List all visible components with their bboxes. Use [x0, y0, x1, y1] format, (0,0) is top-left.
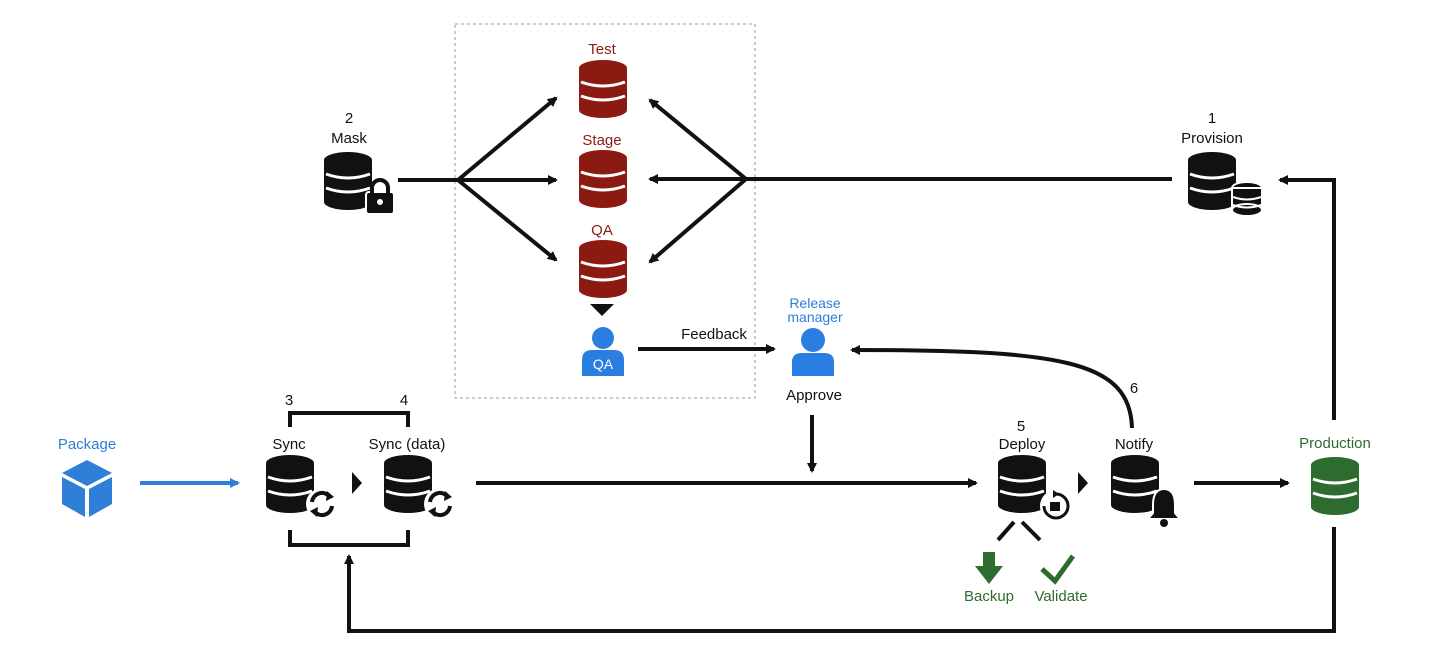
- test-env-label: Test: [588, 41, 616, 58]
- deploy-label: Deploy: [998, 436, 1046, 453]
- notify-step-number: 6: [1129, 380, 1139, 397]
- qa-down-arrow: [590, 304, 614, 316]
- stage-env-label: Stage: [582, 132, 622, 149]
- provision-step-number: 1: [1207, 110, 1217, 127]
- provision-small-database-icon: [1231, 181, 1263, 217]
- sync-step-number: 3: [284, 392, 294, 409]
- release-manager-line2: manager: [787, 309, 843, 325]
- deploy-cycle-icon: [1040, 490, 1072, 522]
- qa-env-label: QA: [591, 222, 613, 239]
- deploy-step-number: 5: [1016, 418, 1026, 435]
- package-cube-icon: [62, 460, 112, 517]
- qa-person-label: QA: [592, 356, 614, 372]
- sync-data-step-number: 4: [399, 392, 409, 409]
- connectors: [288, 96, 1336, 633]
- notify-label: Notify: [1114, 436, 1154, 453]
- deploy-to-notify-arrow: [1078, 472, 1088, 494]
- approve-label: Approve: [786, 387, 842, 404]
- sync-label: Sync: [272, 436, 306, 453]
- release-manager-line1: Release: [789, 295, 841, 311]
- production-database-icon: [1311, 457, 1359, 515]
- bell-icon: [1145, 487, 1183, 527]
- sync-data-label: Sync (data): [368, 436, 446, 453]
- validate-label: Validate: [1034, 588, 1088, 605]
- test-database-icon: [579, 60, 627, 118]
- sync-database-icon: [266, 455, 314, 513]
- refresh-data-icon: [424, 488, 456, 520]
- qa-database-icon: [579, 240, 627, 298]
- stage-database-icon: [579, 150, 627, 208]
- backup-label: Backup: [963, 588, 1015, 605]
- provision-label: Provision: [1181, 130, 1243, 147]
- release-manager-person-icon: [792, 328, 834, 376]
- sync-to-syncdata-arrow: [352, 472, 362, 494]
- environments-box: [454, 23, 756, 399]
- mask-database-icon: [324, 152, 372, 210]
- production-label: Production: [1299, 435, 1371, 452]
- mask-label: Mask: [331, 130, 367, 147]
- lock-icon: [365, 178, 395, 215]
- package-label: Package: [57, 436, 117, 453]
- sync-data-database-icon: [384, 455, 432, 513]
- notify-database-icon: [1111, 455, 1159, 513]
- checkmark-icon: [1040, 554, 1076, 585]
- mask-step-number: 2: [344, 110, 354, 127]
- feedback-label: Feedback: [681, 326, 747, 343]
- down-arrow-icon: [975, 552, 1003, 584]
- qa-person-icon: [582, 327, 624, 376]
- provision-database-icon: [1188, 152, 1236, 210]
- refresh-icon: [306, 488, 338, 520]
- deploy-database-icon: [998, 455, 1046, 513]
